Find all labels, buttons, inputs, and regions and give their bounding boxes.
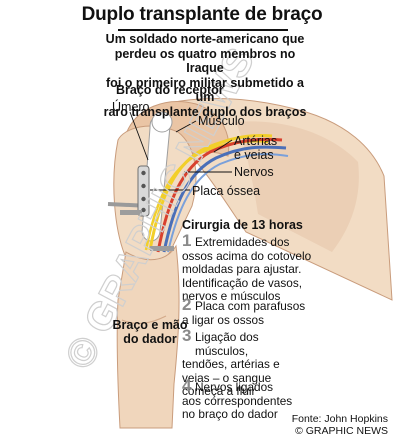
plate-screw: [141, 183, 146, 189]
step-number: 2: [182, 295, 192, 314]
lede-line: foi o primeiro militar submetido a um: [106, 75, 304, 105]
suture-mark: [150, 246, 174, 251]
lede-line: perdeu os quatro membros no Iraque: [114, 46, 296, 76]
leader-arterias: [213, 139, 233, 153]
title-rule: [118, 29, 288, 31]
elbow-crease: [121, 315, 167, 325]
step-line: Nervos ligados: [195, 380, 274, 394]
step-line: tendões, artérias e: [182, 357, 280, 371]
step-1: 1 Extremidades dos ossos acima do cotove…: [182, 231, 312, 304]
leader-umero: [129, 111, 149, 161]
step-line: ossos acima do cotovelo: [182, 248, 312, 263]
plate-screw: [141, 170, 146, 176]
lede-line: Um soldado norte-americano que: [105, 32, 305, 46]
steps-title: Cirurgia de 13 horas: [182, 218, 303, 232]
label-nervos: Nervos: [234, 165, 274, 179]
leader-musculo: [175, 120, 197, 133]
label-arterias: Artérias e veias: [234, 134, 277, 162]
step-line: Placa com parafusos: [195, 299, 306, 313]
step-number: 1: [182, 231, 192, 250]
step-line: a ligar os ossos: [182, 312, 264, 327]
step-line: Ligação dos músculos,: [195, 330, 259, 358]
credit-copyright: © GRAPHIC NEWS: [295, 425, 388, 437]
plate-screw: [141, 207, 146, 213]
bone-plate: [137, 165, 150, 217]
humerus-head: [151, 111, 173, 133]
label-dador-line: Braço e mão: [112, 318, 188, 332]
step-number: 3: [182, 326, 192, 345]
label-musculo: Músculo: [198, 114, 245, 128]
page-title: Duplo transplante de braço: [81, 4, 323, 25]
label-dador: Braço e mão do dador: [108, 318, 192, 346]
label-dador-line: do dador: [123, 332, 177, 346]
label-umero: Úmero: [112, 100, 150, 114]
lede-line: raro transplante duplo dos braços: [103, 104, 307, 119]
step-line: começa a fluir: [182, 384, 256, 398]
step-4: 4 Nervos ligados aos correspondentes no …: [182, 376, 312, 422]
lede: Um soldado norte-americano que perdeu os…: [96, 32, 314, 119]
donor-forearm: [116, 244, 180, 429]
artery-path: [156, 137, 283, 253]
suture-mark: [120, 210, 142, 215]
vein-path: [162, 145, 287, 253]
step-line: Identificação de vasos,: [182, 275, 303, 290]
credit: Fonte: John Hopkins © GRAPHIC NEWS: [292, 413, 388, 437]
step-2: 2 Placa com parafusos a ligar os ossos: [182, 295, 312, 327]
label-receptor: Braço do receptor: [116, 83, 224, 97]
step-line: aos correspondentes: [182, 393, 293, 408]
label-placa: Placa óssea: [192, 184, 261, 198]
step-line: nervos e músculos: [182, 289, 281, 303]
step-line: moldadas para ajustar.: [182, 262, 302, 276]
label-arterias-line: Artérias: [234, 134, 278, 148]
step-3: 3 Ligação dos músculos, tendões, artéria…: [182, 326, 312, 399]
plate-screw: [141, 196, 146, 202]
credit-source: Fonte: John Hopkins: [291, 413, 388, 425]
step-line: Extremidades dos: [195, 235, 290, 249]
step-number: 4: [182, 376, 192, 395]
step-line: no braço do dador: [182, 407, 278, 421]
step-line: veias – o sangue: [182, 370, 272, 385]
label-arterias-line: e veias: [234, 148, 274, 162]
nerve-path: [148, 134, 273, 251]
vein-path: [167, 153, 289, 253]
